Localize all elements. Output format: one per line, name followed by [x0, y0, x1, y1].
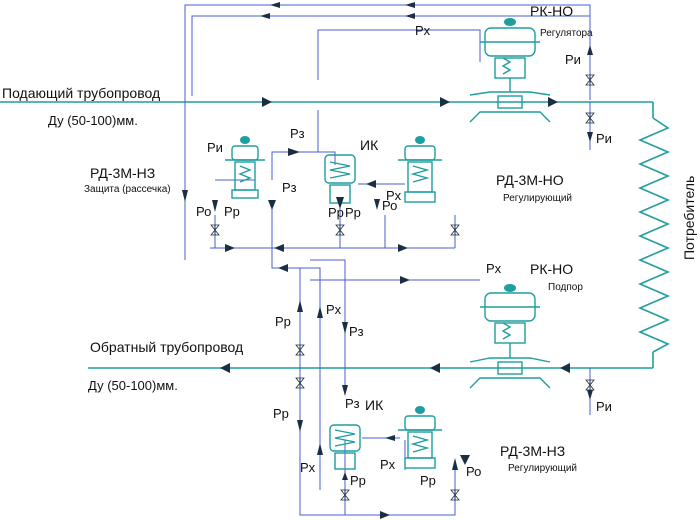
consumer-coil [637, 102, 671, 368]
rk-top-title: РК-НО [530, 3, 573, 19]
signal-po: Ро [466, 464, 481, 479]
signal-pr: Рр [420, 473, 436, 488]
signal-pr: Рр [350, 473, 366, 488]
valve [335, 224, 345, 236]
rd-protect-subtitle: Защита (рассечка) [84, 184, 171, 195]
return-pipe [88, 363, 653, 373]
rd-reg-top-subtitle: Регулирующий [503, 193, 572, 204]
flow-arrow [220, 363, 230, 373]
ik-top [324, 154, 356, 204]
signal-px: Рх [380, 457, 396, 472]
supply-pipe [0, 97, 653, 107]
rk-bottom-subtitle: Подпор [548, 282, 583, 293]
rd-reg-bottom-subtitle: Регулирующий [508, 463, 577, 474]
valve [585, 379, 595, 391]
signal-pr: Рр [328, 205, 344, 220]
ik-bottom [329, 424, 361, 470]
signal-px: Рх [386, 188, 402, 203]
supply-pipe-label: Подающий трубопровод [2, 85, 160, 101]
rd-protect-regulator [225, 136, 265, 199]
consumer-label: Потребитель [681, 176, 697, 260]
signal-pi: Ри [596, 131, 612, 146]
rd-reg-bottom-title: РД-3М-НЗ [500, 443, 565, 459]
ik-bottom-label: ИК [365, 397, 384, 413]
return-dn-label: Ду (50-100)мм. [88, 378, 178, 393]
rk-bottom-title: РК-НО [530, 261, 573, 277]
signal-po: Ро [196, 204, 211, 219]
valve [340, 489, 350, 501]
rk-no-bottom-valve [469, 284, 551, 389]
signal-pr: Рр [345, 205, 361, 220]
signal-px: Рх [300, 460, 316, 475]
valve [450, 489, 460, 501]
rk-no-top-valve [469, 18, 551, 123]
flow-arrow [548, 97, 558, 107]
rd-reg-bottom-regulator [398, 406, 442, 469]
signal-pr: Рр [224, 204, 240, 219]
valve [210, 224, 220, 236]
signal-pi: Ри [565, 52, 581, 67]
signal-px: Рх [486, 261, 502, 276]
ik-top-label: ИК [360, 137, 379, 153]
valve [295, 344, 305, 356]
rd-reg-top-regulator [398, 136, 442, 203]
valve [295, 377, 305, 389]
rk-top-subtitle: Регулятора [540, 28, 593, 39]
signal-pi: Ри [596, 399, 612, 414]
signal-arrows [182, 2, 593, 519]
valve [450, 224, 460, 236]
signal-pi: Ри [207, 140, 223, 155]
signal-pz: Рз [349, 324, 364, 339]
valve [585, 74, 595, 86]
signal-px: Рх [326, 302, 342, 317]
valve [585, 112, 595, 124]
signal-px: Рх [415, 23, 431, 38]
flow-arrow [440, 97, 450, 107]
signal-pz: Рз [282, 180, 297, 195]
supply-dn-label: Ду (50-100)мм. [48, 113, 138, 128]
signal-pr: Рр [273, 406, 289, 421]
signal-pz: Рз [290, 126, 305, 141]
flow-arrow [560, 363, 570, 373]
signal-pz: Рз [345, 396, 360, 411]
needle-valves [210, 74, 595, 501]
rd-reg-top-title: РД-3М-НО [496, 172, 564, 188]
return-pipe-label: Обратный трубопровод [90, 339, 243, 355]
flow-arrow [430, 363, 440, 373]
signal-pr: Рр [275, 314, 291, 329]
rd-protect-title: РД-3М-НЗ [90, 165, 155, 181]
impulse-lines-top [184, 4, 591, 260]
signal-po: Ро [382, 198, 397, 213]
flow-arrow [262, 97, 272, 107]
